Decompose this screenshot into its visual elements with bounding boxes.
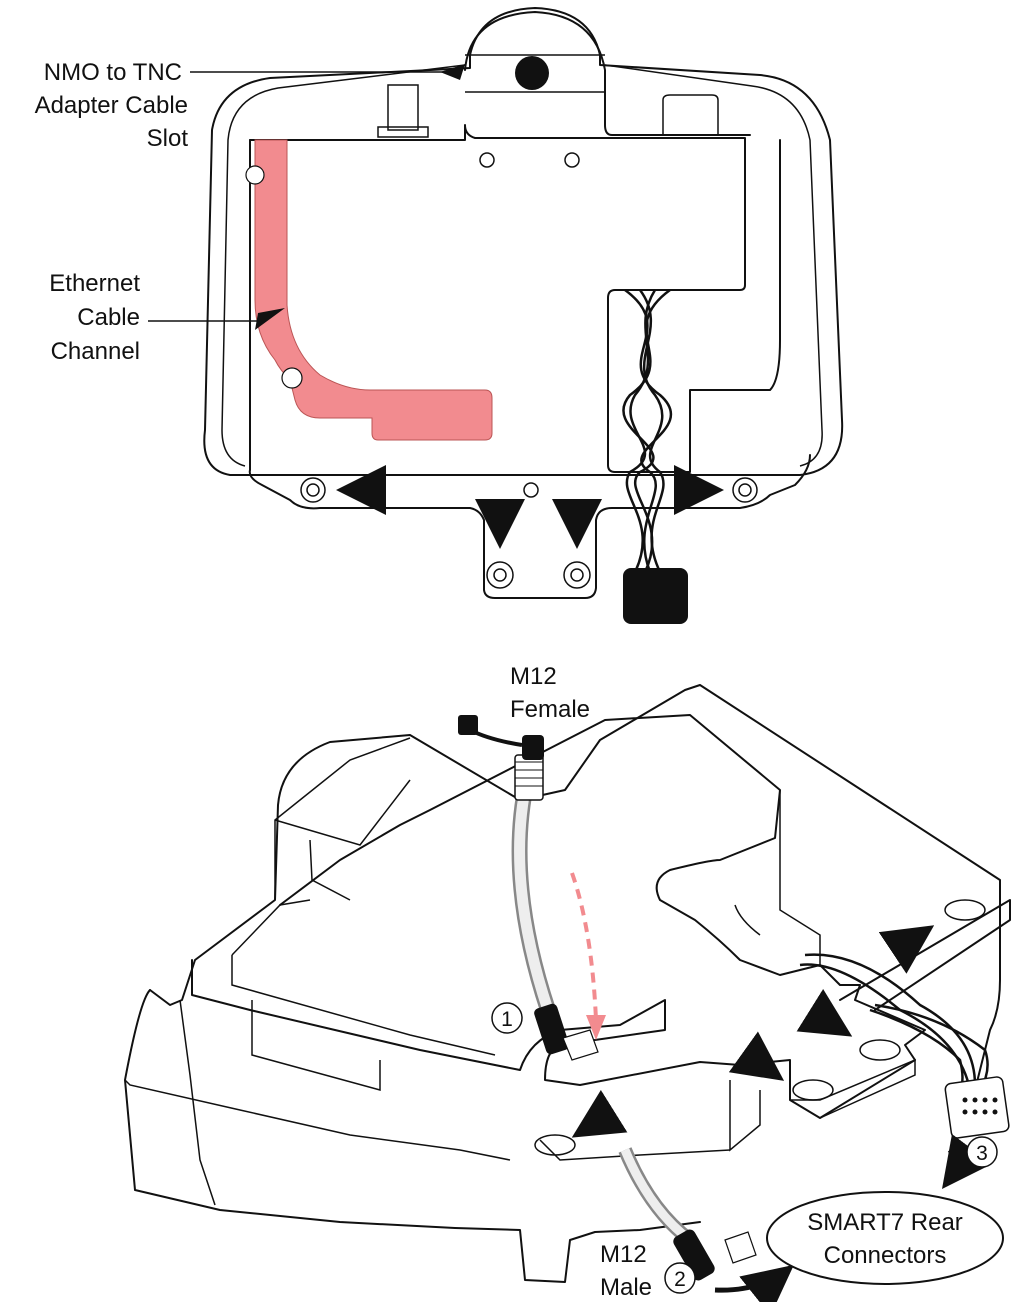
m12-male-label-line1: M12 — [600, 1241, 647, 1268]
housing-inner-rim — [221, 64, 466, 467]
mount-hole — [486, 561, 514, 589]
nmo-label-line3: Slot — [147, 125, 189, 152]
step-badge-1: 1 — [491, 1002, 523, 1034]
pointer-arrow-icon — [255, 308, 285, 330]
mount-hole — [564, 152, 580, 168]
rear-connectors-callout: SMART7 Rear Connectors — [766, 1191, 1004, 1285]
step-badge-3: 3 — [966, 1136, 998, 1168]
twisted-cable-bundle — [622, 288, 673, 573]
nmo-label-line2: Adapter Cable — [35, 92, 188, 119]
mount-hole — [479, 152, 495, 168]
route-arrowhead-icon — [586, 1015, 606, 1040]
m12-male-label-line2: Male — [600, 1274, 652, 1301]
step-badge-2: 2 — [664, 1262, 696, 1294]
pointer-arrow-icon — [440, 64, 465, 80]
adapter-cable-slot — [515, 56, 549, 90]
rear-label-line1: SMART7 Rear — [807, 1209, 963, 1236]
housing-outer — [203, 7, 844, 476]
mount-top-view — [203, 7, 844, 624]
mount-hole — [523, 482, 539, 498]
cable-connector-block — [623, 568, 688, 624]
mount-hole — [300, 477, 326, 503]
m12-male-cable — [618, 1147, 757, 1281]
svg-text:1: 1 — [501, 1008, 513, 1031]
eth-label-line2: Cable — [77, 304, 140, 331]
rear-connector-plug — [944, 1076, 1010, 1139]
m12-female-label-line1: M12 — [510, 663, 557, 690]
m12-female-cable — [458, 715, 599, 1061]
eth-label-line1: Ethernet — [49, 270, 140, 297]
arrow-icon — [571, 1089, 628, 1138]
arrow-icon — [728, 1031, 785, 1081]
callout-ethernet: Ethernet Cable Channel — [49, 270, 285, 365]
adapter-dome — [464, 11, 751, 136]
cable-route-dashed — [570, 872, 598, 1021]
mount-hole — [792, 1079, 834, 1101]
arrow-icon — [878, 925, 935, 974]
mount-hole — [944, 899, 986, 921]
curved-arrow-icon — [942, 1133, 992, 1190]
curved-arrow-icon — [714, 1264, 794, 1302]
m12-female-label-line2: Female — [510, 696, 590, 723]
rear-harness — [799, 953, 989, 1091]
housing-body — [149, 684, 1001, 1111]
callout-nmo: NMO to TNC Adapter Cable Slot — [35, 59, 465, 152]
mount-isometric-view — [124, 684, 1011, 1302]
mount-hole — [563, 561, 591, 589]
svg-text:2: 2 — [674, 1268, 686, 1291]
rear-label-line2: Connectors — [824, 1242, 947, 1269]
mount-hole — [859, 1039, 901, 1061]
ethernet-cable-channel — [254, 139, 493, 441]
svg-text:3: 3 — [976, 1142, 988, 1165]
mount-top-surface — [191, 714, 926, 1119]
mount-hole — [534, 1134, 576, 1156]
mount-hole — [732, 477, 758, 503]
base-plate — [249, 124, 781, 473]
arrow-icon — [796, 988, 853, 1037]
nmo-label-line1: NMO to TNC — [44, 59, 182, 86]
connector-stub — [387, 84, 419, 131]
eth-label-line3: Channel — [51, 338, 140, 365]
